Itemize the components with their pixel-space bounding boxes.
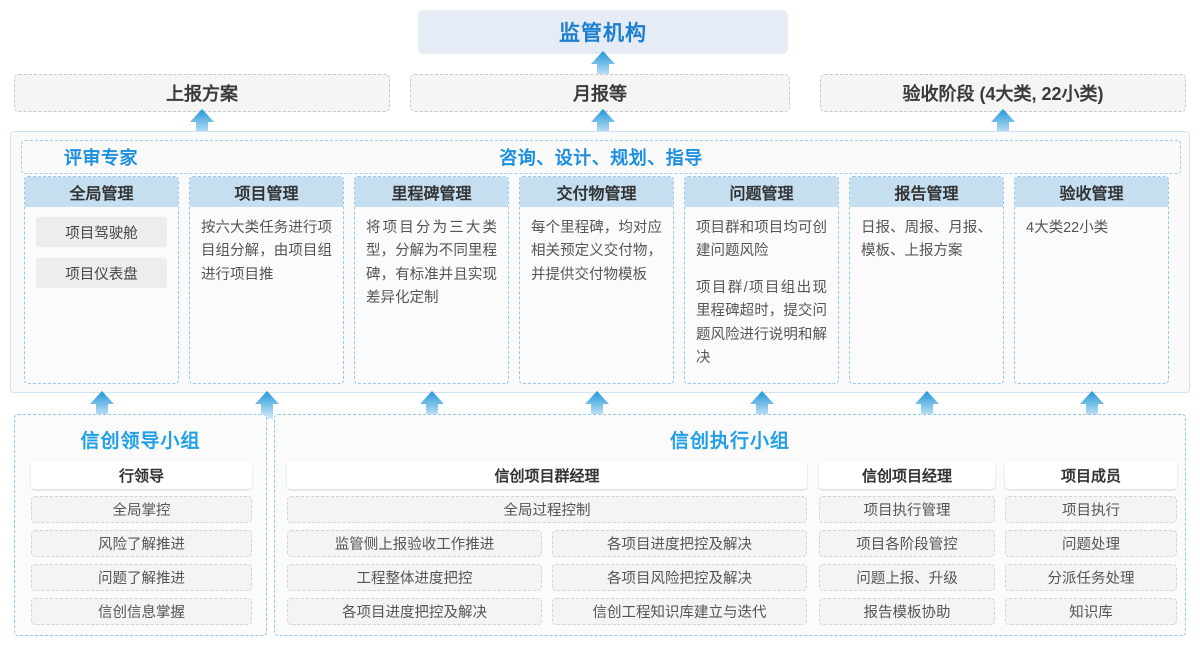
column-body: 4大类22小类	[1015, 207, 1168, 240]
report-box-label: 上报方案	[166, 84, 238, 104]
group-item[interactable]: 信创工程知识库建立与迭代	[552, 598, 807, 625]
column-text: 项目群/项目组出现里程碑超时，提交问题风险进行说明和解决	[696, 279, 827, 367]
column-body: 日报、周报、月报、模板、上报方案	[850, 207, 1003, 264]
consultancy-header: 评审专家 咨询、设计、规划、指导	[21, 140, 1181, 174]
column-body: 将项目分为三大类型，分解为不同里程碑，有标准并且实现差异化定制	[355, 207, 508, 311]
group-item[interactable]: 各项目风险把控及解决	[552, 564, 807, 591]
function-column-global[interactable]: 全局管理 项目驾驶舱 项目仪表盘	[24, 176, 179, 384]
group-item-full[interactable]: 全局过程控制	[287, 496, 807, 523]
execution-group-title: 信创执行小组	[669, 431, 790, 452]
column-text: 4大类22小类	[1026, 220, 1109, 236]
group-item[interactable]: 信创信息掌握	[31, 598, 252, 625]
column-title: 报告管理	[894, 186, 959, 203]
project-manager-group: 信创项目经理 项目执行管理 项目各阶段管控 问题上报、升级 报告模板协助	[819, 461, 995, 625]
report-box-label: 月报等	[573, 84, 627, 104]
column-title: 里程碑管理	[391, 186, 472, 203]
function-column-acceptance[interactable]: 验收管理 4大类22小类	[1014, 176, 1169, 384]
column-text: 项目群和项目均可创建问题风险	[696, 220, 827, 260]
function-column-issue[interactable]: 问题管理 项目群和项目均可创建问题风险 项目群/项目组出现里程碑超时，提交问题风…	[684, 176, 839, 384]
column-header: 全局管理	[25, 177, 178, 207]
group-head[interactable]: 项目成员	[1005, 461, 1177, 489]
group-item-column-right: 各项目进度把控及解决 各项目风险把控及解决 信创工程知识库建立与迭代	[552, 523, 807, 625]
arrow-up-icon	[584, 390, 610, 420]
arrow-up-icon	[189, 108, 215, 138]
column-pill[interactable]: 项目驾驶舱	[36, 217, 167, 247]
group-item[interactable]: 问题了解推进	[31, 564, 252, 591]
arrow-up-icon	[590, 50, 616, 80]
report-box-label: 验收阶段 (4大类, 22小类)	[902, 84, 1104, 104]
function-column-project[interactable]: 项目管理 按六大类任务进行项目组分解，由项目组进行项目推	[189, 176, 344, 384]
consultancy-title: 咨询、设计、规划、指导	[499, 148, 703, 168]
column-title: 项目管理	[234, 186, 299, 203]
group-item[interactable]: 分派任务处理	[1005, 564, 1177, 591]
column-title: 全局管理	[69, 186, 134, 203]
column-body: 项目驾驶舱 项目仪表盘	[25, 207, 178, 288]
group-item[interactable]: 问题上报、升级	[819, 564, 995, 591]
column-body: 按六大类任务进行项目组分解，由项目组进行项目推	[190, 207, 343, 287]
arrow-up-icon	[749, 390, 775, 420]
function-column-report[interactable]: 报告管理 日报、周报、月报、模板、上报方案	[849, 176, 1004, 384]
column-title: 问题管理	[729, 186, 794, 203]
column-title: 验收管理	[1059, 186, 1124, 203]
column-header: 交付物管理	[520, 177, 673, 207]
column-text: 日报、周报、月报、模板、上报方案	[861, 220, 992, 260]
group-item[interactable]: 知识库	[1005, 598, 1177, 625]
column-text: 将项目分为三大类型，分解为不同里程碑，有标准并且实现差异化定制	[366, 220, 497, 307]
column-header: 里程碑管理	[355, 177, 508, 207]
report-box-acceptance[interactable]: 验收阶段 (4大类, 22小类)	[820, 74, 1186, 112]
column-header: 问题管理	[685, 177, 838, 207]
column-pill[interactable]: 项目仪表盘	[36, 258, 167, 288]
group-item[interactable]: 报告模板协助	[819, 598, 995, 625]
column-header: 验收管理	[1015, 177, 1168, 207]
leadership-group-title: 信创领导小组	[80, 431, 201, 452]
function-column-milestone[interactable]: 里程碑管理 将项目分为三大类型，分解为不同里程碑，有标准并且实现差异化定制	[354, 176, 509, 384]
group-item[interactable]: 监管侧上报验收工作推进	[287, 530, 542, 557]
column-title: 交付物管理	[556, 186, 637, 203]
arrow-up-icon	[590, 108, 616, 138]
report-box-plan[interactable]: 上报方案	[14, 74, 390, 112]
group-item[interactable]: 风险了解推进	[31, 530, 252, 557]
group-item[interactable]: 项目各阶段管控	[819, 530, 995, 557]
arrow-up-icon	[914, 390, 940, 420]
group-item-columns: 监管侧上报验收工作推进 工程整体进度把控 各项目进度把控及解决 各项目进度把控及…	[287, 523, 807, 625]
review-experts-label: 评审专家	[64, 148, 138, 168]
column-header: 项目管理	[190, 177, 343, 207]
column-text: 按六大类任务进行项目组分解，由项目组进行项目推	[201, 220, 332, 283]
group-item[interactable]: 全局掌控	[31, 496, 252, 523]
group-item[interactable]: 工程整体进度把控	[287, 564, 542, 591]
column-header: 报告管理	[850, 177, 1003, 207]
column-text: 每个里程碑，均对应相关预定义交付物，并提供交付物模板	[531, 220, 662, 283]
arrow-up-icon	[419, 390, 445, 420]
project-member-group: 项目成员 项目执行 问题处理 分派任务处理 知识库	[1005, 461, 1177, 625]
leadership-group-panel: 信创领导小组 行领导 全局掌控 风险了解推进 问题了解推进 信创信息掌握	[14, 414, 267, 636]
arrow-up-icon	[990, 108, 1016, 138]
arrow-up-icon	[254, 390, 280, 420]
report-box-monthly[interactable]: 月报等	[410, 74, 790, 112]
function-column-deliverable[interactable]: 交付物管理 每个里程碑，均对应相关预定义交付物，并提供交付物模板	[519, 176, 674, 384]
program-manager-group: 信创项目群经理 全局过程控制 监管侧上报验收工作推进 工程整体进度把控 各项目进…	[287, 461, 807, 625]
regulator-label: 监管机构	[559, 22, 647, 45]
group-head[interactable]: 行领导	[31, 461, 252, 489]
arrow-up-icon	[89, 390, 115, 420]
column-body: 项目群和项目均可创建问题风险 项目群/项目组出现里程碑超时，提交问题风险进行说明…	[685, 207, 838, 371]
group-head[interactable]: 信创项目群经理	[287, 461, 807, 489]
execution-group-panel: 信创执行小组 信创项目群经理 全局过程控制 监管侧上报验收工作推进 工程整体进度…	[274, 414, 1186, 636]
group-head[interactable]: 信创项目经理	[819, 461, 995, 489]
leadership-group: 行领导 全局掌控 风险了解推进 问题了解推进 信创信息掌握	[31, 461, 252, 625]
group-item-column-left: 监管侧上报验收工作推进 工程整体进度把控 各项目进度把控及解决	[287, 523, 542, 625]
group-item[interactable]: 问题处理	[1005, 530, 1177, 557]
group-item[interactable]: 项目执行	[1005, 496, 1177, 523]
group-item[interactable]: 各项目进度把控及解决	[552, 530, 807, 557]
group-item[interactable]: 各项目进度把控及解决	[287, 598, 542, 625]
column-body: 每个里程碑，均对应相关预定义交付物，并提供交付物模板	[520, 207, 673, 287]
group-item[interactable]: 项目执行管理	[819, 496, 995, 523]
arrow-up-icon	[1079, 390, 1105, 420]
regulator-box: 监管机构	[418, 10, 788, 54]
